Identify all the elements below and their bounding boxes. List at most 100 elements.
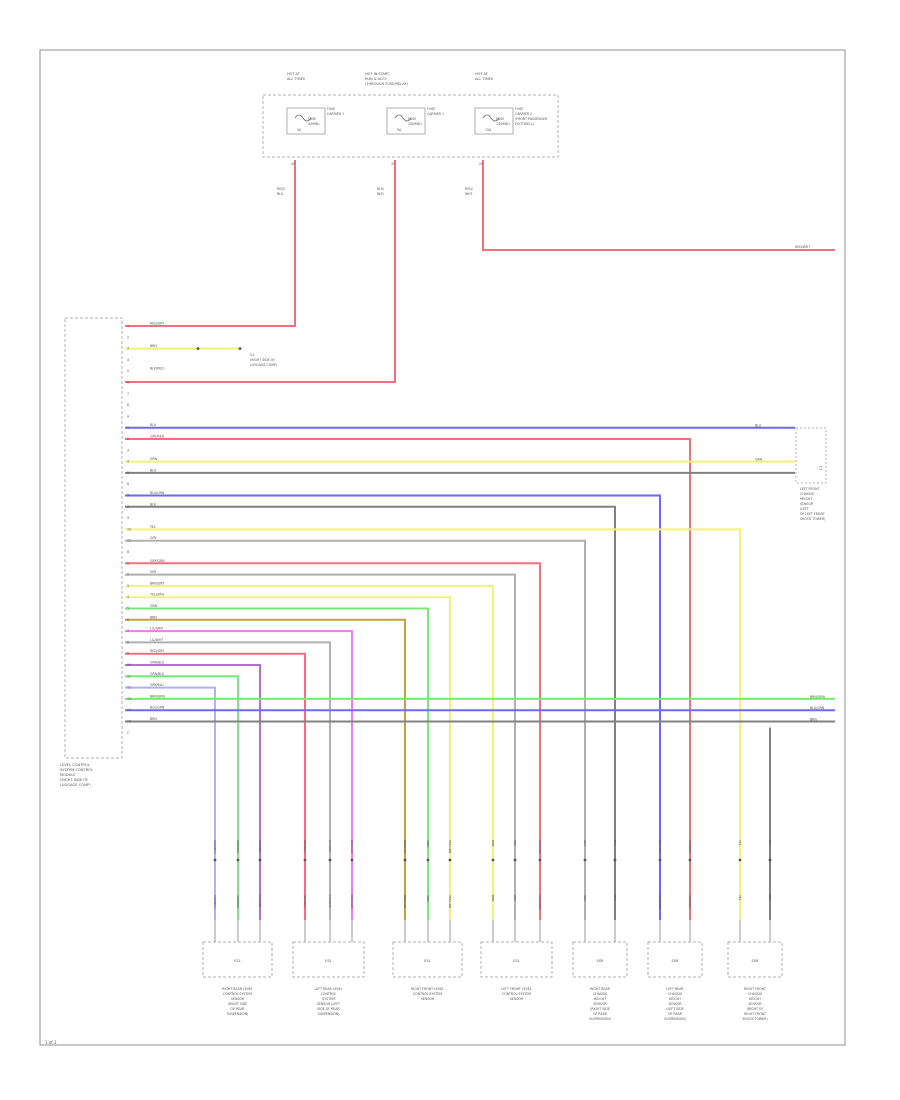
drop-wire-label: BLK [613, 895, 617, 902]
module-label: (RIGHT SIDE OF [60, 778, 88, 782]
fuse-label: FUSE [308, 117, 316, 121]
wire-brn-gry [125, 584, 494, 920]
drop-wire-label: GRN [426, 840, 430, 847]
pin-wire-label: BLU [150, 423, 157, 427]
right-component-label: HEIGHT [800, 497, 812, 501]
drop-wire-label: LIL/GRN [258, 895, 262, 907]
module-label: LUGGAGE COMP) [60, 783, 91, 787]
pin-number: 5 [127, 369, 129, 373]
fuse-label: FUSE [408, 117, 416, 121]
drop-wire-label: GRY [583, 895, 587, 901]
drop-wire-label: GRN [426, 895, 430, 902]
sensor-label: SENSOR [231, 997, 245, 1001]
fuse-wire-label: RED [377, 192, 384, 196]
fuse-icon [394, 114, 412, 122]
pin-number: 7 [127, 494, 129, 498]
wire-fuse3-output [482, 160, 835, 251]
wire-lil-grn [125, 630, 353, 920]
drop-wire-label: YEL [738, 840, 742, 846]
pin-number: 10 [127, 527, 131, 531]
sensor-label: CONTROL SYSTEM [223, 992, 253, 996]
drop-wire-label: BRN/GRY [403, 840, 407, 854]
pin-number: 6 [127, 618, 129, 622]
fuse-2-box [386, 107, 426, 135]
module-label: SYSTEM CONTROL [60, 768, 93, 772]
pin-number: 14 [127, 708, 131, 712]
sensor-label: HEIGHT [594, 997, 606, 1001]
drop-wire-label: YEL [738, 895, 742, 901]
pin-wire-label: GRN [150, 457, 158, 461]
drop-wire-label: BLU/GRN [658, 895, 662, 908]
wire-brn [125, 618, 406, 920]
connector-dot [350, 858, 354, 862]
fuse-title: HOT AT [475, 72, 489, 76]
drop-wire-label: GRY/BLU [303, 840, 307, 853]
fuse-amps: 15A [485, 128, 492, 132]
drop-wire-label: BLK [768, 840, 772, 847]
sensor-label: CONTROL [321, 992, 337, 996]
right-component-label: LEFT FRONT [800, 487, 819, 491]
fuse-block [262, 94, 559, 158]
fuse3-output-label: RED/WHT [795, 245, 810, 249]
wire-yel [125, 528, 741, 920]
sensor-label: SUSPENSION) [589, 1017, 611, 1021]
fuse-carrier-text: FUSE [515, 107, 523, 111]
fuse-label: 10(MINI) [408, 122, 422, 126]
pin-number: 3 [127, 347, 129, 351]
connector-dot [213, 858, 217, 862]
pin-wire-label: RED/GRY [150, 649, 164, 653]
pin-number: 5 [127, 471, 129, 475]
drop-wire-label: YEL/GRN [448, 895, 452, 908]
pin-number: 8 [127, 403, 129, 407]
pin-number: 9 [127, 516, 129, 520]
ground-node [196, 347, 200, 351]
drop-wire-label: BLK [613, 840, 617, 847]
pin-number: 7 [127, 629, 129, 633]
ground-note: LUGGAGE COMP) [250, 363, 277, 367]
sensor-label: LEFT FRONT LEVEL [501, 987, 531, 991]
ground-note: (RIGHT SIDE OF [250, 358, 275, 362]
pin-number: C [127, 731, 130, 735]
drop-wire-label: RED/GRY [350, 895, 354, 909]
wire-grn-blk [125, 675, 239, 920]
sensor-label: SENSOR [421, 997, 435, 1001]
drop-wire-label: GRY [513, 840, 517, 846]
sensor-label: SYSTEM [322, 997, 335, 1001]
wire-gry [125, 539, 586, 920]
footer-code: 1 of 2 [45, 1040, 57, 1045]
sensor-box-label: ESL [325, 959, 331, 963]
drop-wire-label: LIL/WHT [328, 895, 332, 907]
right-edge-label: BRN/GRN [810, 695, 826, 699]
drop-wire-label: GRN/BLU [213, 895, 217, 908]
sensor-label: SUSPENSION) [664, 1017, 686, 1021]
pin-wire-label: GRY/RED [150, 435, 165, 439]
wire-fuse1-feed [125, 160, 296, 327]
sensor-box [727, 941, 783, 978]
drop-wire-label: LIL/WHT [328, 840, 332, 852]
pin-number: 13 [127, 697, 131, 701]
pin-wire-label: BLU/GRN [150, 706, 165, 710]
sensor-label: CHASSIS [748, 992, 762, 996]
wire-gry-red [125, 438, 691, 920]
drop-wire-label: GRN/BLU [213, 840, 217, 853]
pin-number: 3 [127, 584, 129, 588]
sensor-label: (RIGHT SIDE [228, 1002, 248, 1006]
sensor-label: HEIGHT [669, 997, 681, 1001]
drop-wire-label: BRN [491, 840, 495, 846]
pin-number: 8 [127, 505, 129, 509]
fuse-wire-label: RED/ [277, 187, 286, 191]
right-connector-label: C1 [819, 466, 823, 470]
sensor-label: SENSOR [668, 1002, 682, 1006]
connector-dot [303, 858, 307, 862]
pin-wire-label: BRN/GRN [150, 694, 166, 698]
fuse-carrier-text: CARRIER 1 [427, 112, 444, 116]
pin-number: B [127, 550, 129, 554]
pin-wire-label: BLK [150, 502, 157, 506]
pin-number: 2 [127, 437, 129, 441]
fuse-pin: 20 [479, 162, 483, 166]
drop-wire-label: YEL/GRN [448, 840, 452, 853]
fuse-label: 14(MINI) [496, 122, 510, 126]
fuse-wire-label: BLU [277, 192, 284, 196]
drop-wire-label: LIL/GRN [258, 840, 262, 852]
